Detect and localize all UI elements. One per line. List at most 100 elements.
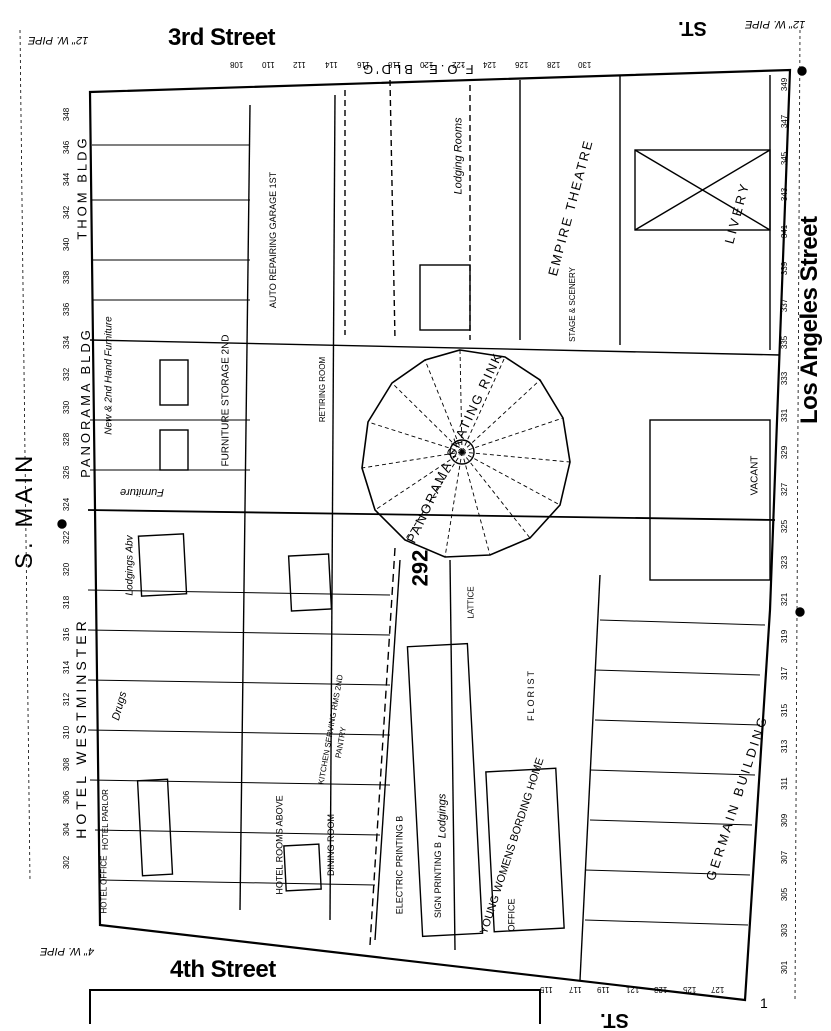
label-hotel-office: HOTEL OFFICE (99, 855, 109, 914)
address-number: 313 (780, 740, 790, 754)
address-number: 317 (780, 666, 790, 680)
address-number: 124 (483, 60, 497, 69)
address-number: 347 (780, 114, 790, 128)
label-stage: STAGE & SCENERY (567, 267, 577, 342)
address-number: 342 (62, 205, 72, 219)
address-number: 308 (62, 757, 72, 772)
address-number: 128 (546, 60, 561, 69)
label-lodgings-above: Lodgings Abv (124, 535, 136, 596)
address-number: 344 (62, 172, 72, 187)
address-number: 331 (780, 409, 790, 423)
block-number: 292 (407, 549, 433, 587)
block-outline (88, 68, 792, 1002)
address-number: 337 (780, 298, 790, 312)
address-number: 339 (780, 261, 790, 276)
address-number: 327 (780, 482, 790, 496)
address-number: 320 (62, 562, 72, 577)
address-number: 322 (62, 530, 72, 544)
address-number: 343 (780, 188, 790, 202)
address-number: 323 (780, 556, 790, 570)
address-number: 119 (597, 985, 610, 994)
address-number: 319 (780, 629, 790, 644)
address-number: 346 (62, 140, 72, 154)
address-number: 324 (62, 497, 72, 512)
street-label-east: Los Angeles Street (796, 216, 823, 424)
address-number: 112 (293, 60, 307, 69)
address-number: 110 (261, 60, 275, 69)
address-number: 315 (780, 703, 790, 717)
pipe-label-bottom-left: 4" W. PIPE (40, 945, 95, 957)
address-number: 330 (62, 400, 72, 414)
address-number: 123 (654, 985, 668, 994)
address-number: 116 (356, 60, 370, 69)
label-sign-printing: SIGN PRINTING B (433, 841, 444, 919)
address-number: 309 (780, 813, 790, 828)
address-number: 130 (578, 60, 592, 69)
label-lodgings: Lodgings (436, 793, 449, 839)
label-hotel-parlor: HOTEL PARLOR (100, 789, 110, 850)
label-auto-repairing: AUTO REPAIRING GARAGE 1ST (268, 171, 279, 309)
address-number: 335 (780, 335, 790, 349)
address-number: 108 (230, 60, 244, 69)
label-lodging-rooms: Lodging Rooms (452, 117, 465, 195)
address-number: 345 (780, 151, 790, 165)
address-number: 326 (62, 465, 72, 479)
label-electric-printing: ELECTRIC PRINTING B (394, 815, 405, 915)
address-number: 302 (62, 855, 72, 869)
address-number: 311 (779, 777, 789, 791)
addresses-4th-street: 115 117 119 121 123 125 127 (540, 985, 740, 1001)
addresses-3rd-street: 108 110 112 114 116 118 120 122 124 126 128 130 (230, 60, 610, 76)
street-label-west: S. MAIN (11, 451, 38, 569)
address-number: 303 (780, 924, 790, 938)
pipe-label-top-left: 12" W. PIPE (28, 34, 89, 46)
label-lattice: LATTICE (466, 586, 476, 619)
bottom-number: 1 (760, 995, 768, 1011)
address-number: 341 (780, 225, 790, 239)
address-number: 329 (780, 445, 790, 460)
address-number: 120 (420, 60, 434, 69)
address-number: 306 (62, 790, 72, 804)
corner-st-bottom: ST. (600, 1009, 629, 1031)
address-number: 121 (625, 985, 640, 994)
address-number: 328 (62, 432, 72, 447)
address-number: 316 (62, 627, 72, 642)
address-number: 305 (780, 887, 790, 901)
address-number: 304 (62, 822, 72, 837)
address-number: 348 (62, 107, 72, 122)
address-number: 122 (451, 60, 466, 69)
label-new-2nd-hand: New & 2nd Hand Furniture (103, 316, 115, 435)
street-label-north: 3rd Street (168, 24, 276, 51)
address-number: 115 (540, 985, 553, 994)
pipe-label-top-right: 12" W. PIPE (745, 18, 806, 30)
address-number: 338 (62, 270, 72, 284)
address-number: 321 (780, 593, 790, 607)
street-label-south: 4th Street (170, 956, 276, 983)
address-number: 334 (62, 335, 72, 349)
label-vacant: VACANT (749, 455, 761, 496)
address-number: 333 (780, 372, 790, 386)
address-number: 127 (711, 985, 725, 994)
label-dining-room: DINING ROOM (326, 814, 336, 876)
address-number: 312 (62, 692, 72, 707)
address-number: 325 (780, 519, 790, 533)
label-retiring-room: RETIRING ROOM (318, 356, 328, 423)
label-florist: FLORIST (526, 668, 537, 722)
address-number: 332 (62, 367, 72, 382)
address-number: 118 (388, 60, 402, 69)
address-number: 307 (780, 850, 790, 864)
corner-st-top: ST. (678, 17, 707, 39)
address-number: 314 (62, 660, 72, 674)
address-number: 125 (682, 985, 697, 994)
address-number: 114 (325, 60, 338, 69)
label-furniture: Furniture (120, 486, 165, 498)
addresses-los-angeles-street: 301 303 305 307 309 311 313 315 317 319 321 323 325 3… (778, 78, 798, 1000)
address-number: 340 (62, 237, 72, 252)
address-number: 117 (568, 985, 582, 994)
address-number: 126 (515, 60, 529, 69)
address-number: 310 (62, 725, 72, 739)
label-furniture-storage: FURNITURE STORAGE 2ND (220, 334, 232, 467)
address-number: 301 (780, 961, 790, 975)
skating-rink-outline (361, 349, 571, 558)
